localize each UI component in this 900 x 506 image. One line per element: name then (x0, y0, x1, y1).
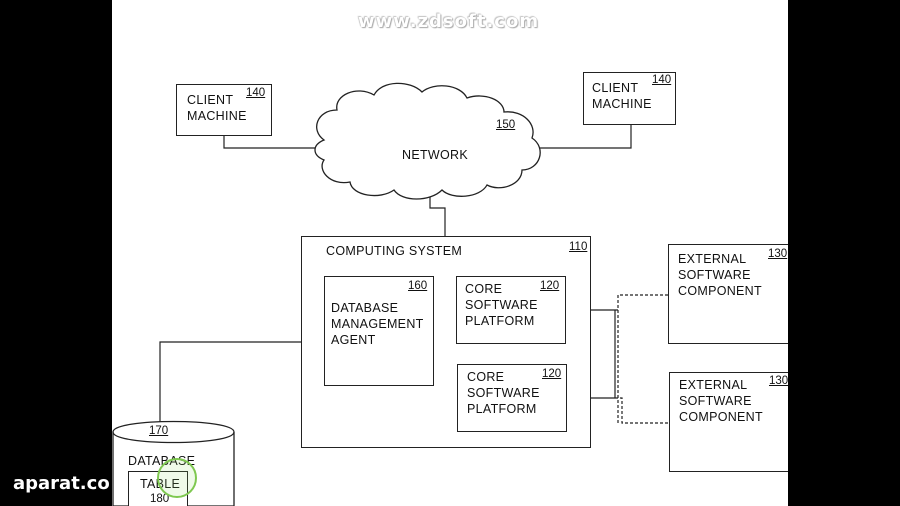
network-cloud (314, 82, 541, 200)
database-ref: 170 (149, 425, 169, 437)
aparat-logo: aparat.co (13, 473, 110, 494)
core-software-platform-box-2 (457, 364, 567, 432)
client-machine-box-right (583, 72, 676, 125)
external-software-component-ref-2: 130 (769, 375, 788, 387)
client-machine-box-left (176, 84, 272, 136)
cursor-highlight-icon (157, 458, 197, 498)
external-software-component-box-2 (669, 372, 788, 472)
computing-system-label: COMPUTING SYSTEM (326, 244, 463, 258)
core-software-platform-label-2: CORE SOFTWARE PLATFORM (467, 370, 540, 416)
external-software-component-ref-1: 130 (768, 248, 788, 260)
database-management-agent-box (324, 276, 434, 386)
network-label: NETWORK (402, 148, 468, 162)
client-machine-label-left: CLIENT MACHINE (187, 93, 247, 123)
external-software-component-box-1 (668, 244, 788, 344)
table-ref: 180 (150, 493, 170, 505)
video-frame: www.zdsoft.com CLIENT MACHINE 140 CLIENT… (112, 0, 788, 506)
database-management-agent-ref: 160 (408, 280, 428, 292)
core-software-platform-ref-1: 120 (540, 280, 560, 292)
external-software-component-label-2: EXTERNAL SOFTWARE COMPONENT (679, 378, 763, 424)
core-software-platform-ref-2: 120 (542, 368, 562, 380)
database-management-agent-label: DATABASE MANAGEMENT AGENT (331, 301, 424, 347)
client-machine-label-right: CLIENT MACHINE (592, 81, 652, 111)
external-software-component-label-1: EXTERNAL SOFTWARE COMPONENT (678, 252, 762, 298)
watermark: www.zdsoft.com (358, 11, 540, 32)
network-ref: 150 (496, 119, 516, 131)
core-software-platform-box-1 (456, 276, 566, 344)
client-machine-ref-right: 140 (652, 74, 672, 86)
computing-system-ref: 110 (569, 241, 588, 253)
client-machine-ref-left: 140 (246, 87, 266, 99)
core-software-platform-label-1: CORE SOFTWARE PLATFORM (465, 282, 538, 328)
